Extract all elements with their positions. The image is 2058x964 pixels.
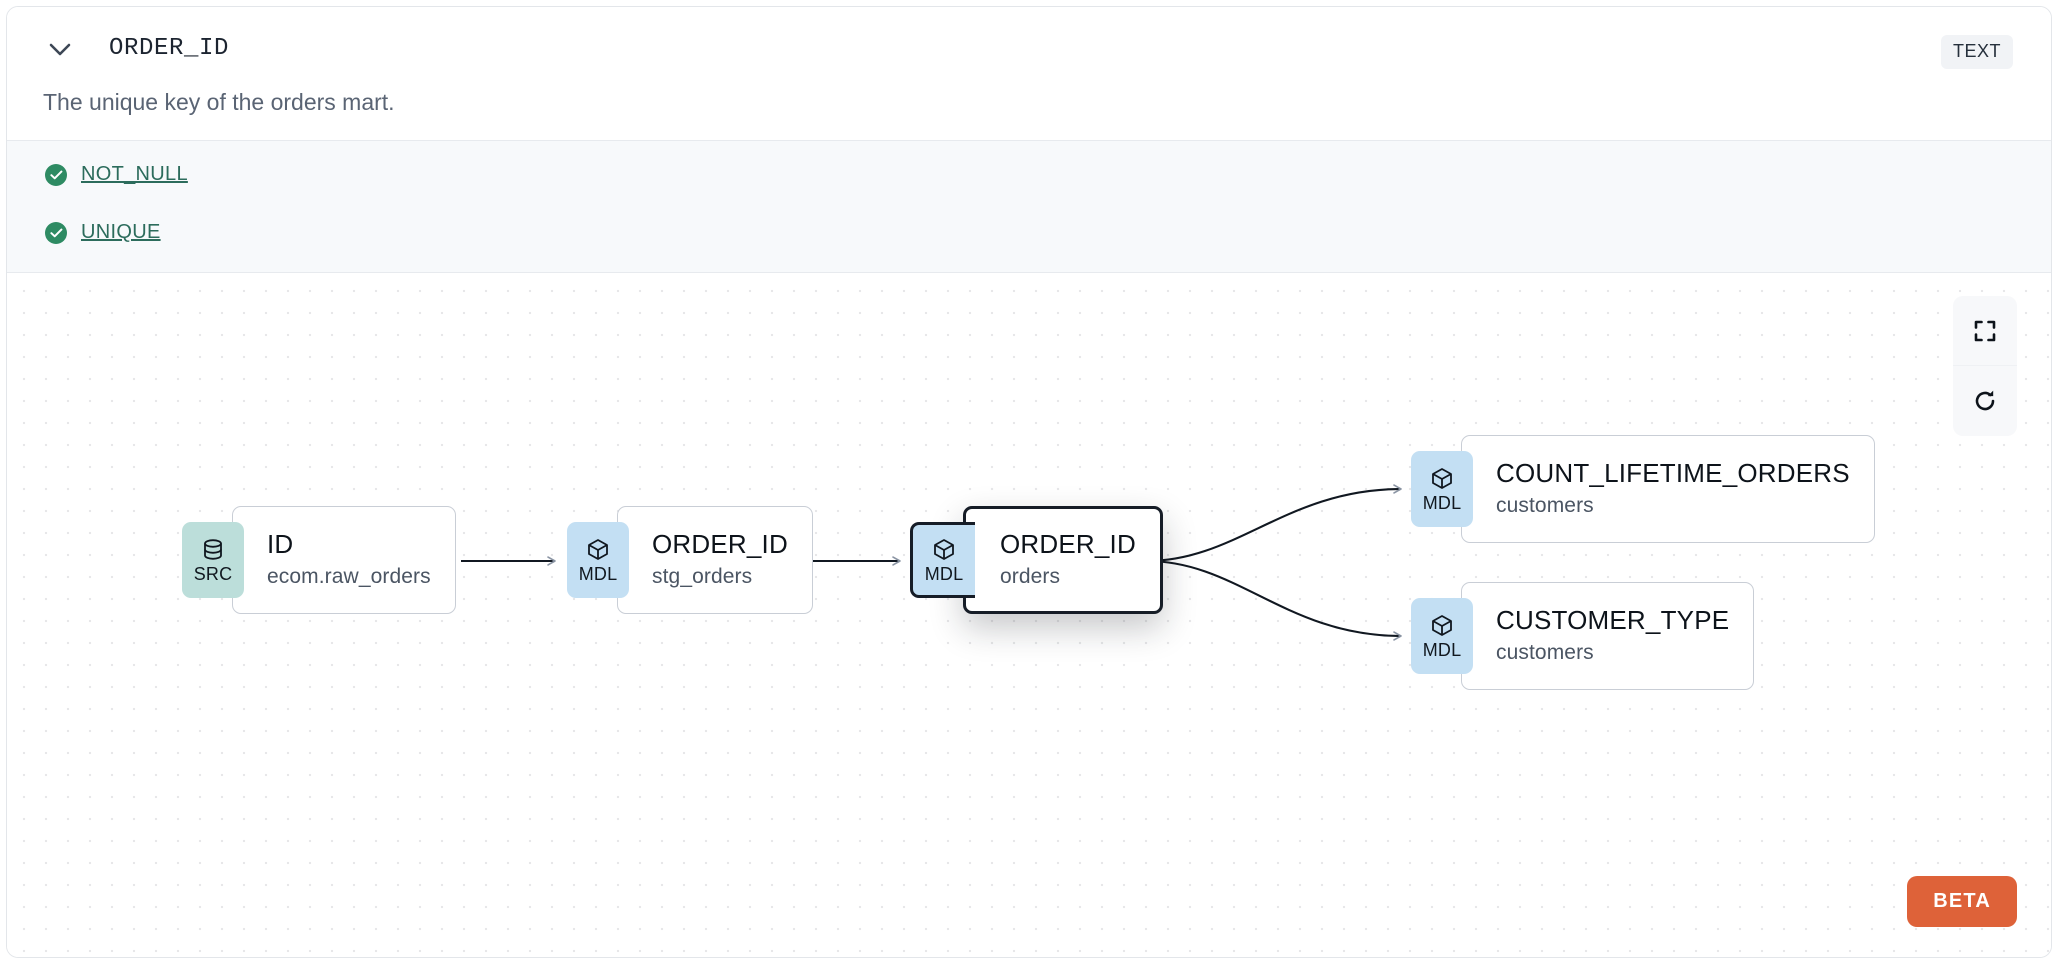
test-link-label[interactable]: UNIQUE bbox=[81, 221, 161, 243]
node-column-name: CUSTOMER_TYPE bbox=[1496, 605, 1730, 636]
test-item-unique[interactable]: UNIQUE bbox=[45, 221, 161, 244]
cube-icon: MDL bbox=[910, 522, 975, 598]
lineage-node-customer-type[interactable]: MDL CUSTOMER_TYPE customers bbox=[1411, 582, 1755, 690]
lineage-node-orders-selected[interactable]: MDL ORDER_ID orders bbox=[910, 506, 1163, 614]
tests-section: NOT_NULL UNIQUE bbox=[7, 140, 2051, 273]
lineage-node-src[interactable]: SRC ID ecom.raw_orders bbox=[182, 506, 456, 614]
canvas-controls bbox=[1953, 296, 2017, 436]
node-column-name: ORDER_ID bbox=[652, 529, 788, 560]
node-badge-label: MDL bbox=[924, 564, 964, 584]
cube-icon: MDL bbox=[567, 522, 629, 598]
node-body: ORDER_ID stg_orders bbox=[617, 506, 813, 614]
card-header: ORDER_ID TEXT The unique key of the orde… bbox=[7, 7, 2051, 115]
lineage-edges bbox=[461, 484, 1402, 641]
database-icon: SRC bbox=[182, 522, 244, 598]
test-item-not-null[interactable]: NOT_NULL bbox=[45, 163, 188, 186]
node-parent-name: customers bbox=[1496, 493, 1594, 517]
node-column-name: COUNT_LIFETIME_ORDERS bbox=[1496, 458, 1850, 489]
refresh-icon[interactable] bbox=[1953, 366, 2017, 436]
beta-badge[interactable]: BETA bbox=[1907, 876, 2017, 927]
lineage-node-count-lifetime-orders[interactable]: MDL COUNT_LIFETIME_ORDERS customers bbox=[1411, 435, 1875, 543]
lineage-node-stg-orders[interactable]: MDL ORDER_ID stg_orders bbox=[567, 506, 813, 614]
node-parent-name: stg_orders bbox=[652, 564, 753, 588]
chevron-down-icon[interactable] bbox=[43, 33, 77, 67]
fullscreen-icon[interactable] bbox=[1953, 296, 2017, 366]
edge-orders-custtype bbox=[1146, 559, 1402, 641]
node-column-name: ID bbox=[267, 529, 294, 560]
column-description: The unique key of the orders mart. bbox=[43, 89, 395, 115]
node-body: ID ecom.raw_orders bbox=[232, 506, 456, 614]
lineage-canvas[interactable]: SRC ID ecom.raw_orders MDL ORDER_ID stg_… bbox=[7, 274, 2051, 957]
node-body: ORDER_ID orders bbox=[963, 506, 1163, 614]
edge-orders-count bbox=[1146, 484, 1402, 563]
check-circle-icon bbox=[45, 163, 67, 186]
node-parent-name: customers bbox=[1496, 640, 1594, 664]
node-parent-name: orders bbox=[1000, 564, 1061, 588]
cube-icon: MDL bbox=[1411, 451, 1473, 527]
node-badge-label: SRC bbox=[193, 564, 233, 584]
test-link-label[interactable]: NOT_NULL bbox=[81, 163, 188, 185]
node-badge-label: MDL bbox=[578, 564, 618, 584]
node-parent-name: ecom.raw_orders bbox=[267, 564, 431, 588]
check-circle-icon bbox=[45, 221, 67, 244]
node-badge-label: MDL bbox=[1422, 640, 1462, 660]
page-title: ORDER_ID bbox=[109, 35, 230, 62]
column-detail-card: ORDER_ID TEXT The unique key of the orde… bbox=[6, 6, 2052, 958]
node-body: CUSTOMER_TYPE customers bbox=[1461, 582, 1755, 690]
node-body: COUNT_LIFETIME_ORDERS customers bbox=[1461, 435, 1875, 543]
node-column-name: ORDER_ID bbox=[1000, 529, 1136, 560]
node-badge-label: MDL bbox=[1422, 493, 1462, 513]
cube-icon: MDL bbox=[1411, 598, 1473, 674]
data-type-badge: TEXT bbox=[1940, 35, 2013, 69]
